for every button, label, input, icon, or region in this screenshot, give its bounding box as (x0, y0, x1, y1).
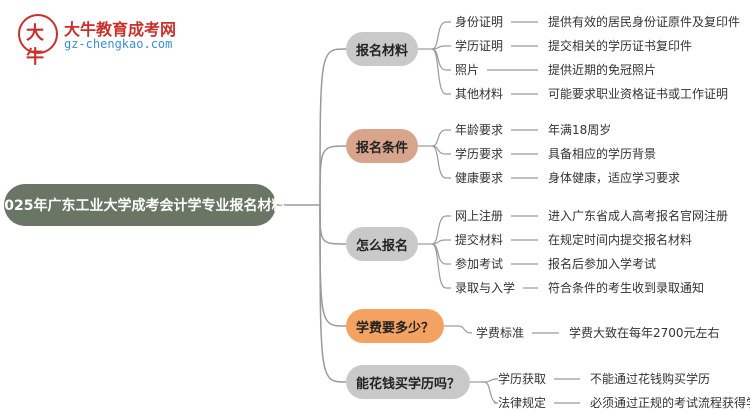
branch-1-item-key: 学历证明 (455, 39, 504, 53)
branch-1-item-value: 提供有效的居民身份证原件及复印件 (548, 15, 741, 29)
branch-1-item-value: 提交相关的学历证书复印件 (548, 39, 693, 53)
branch-5-item-key: 法律规定 (498, 396, 547, 410)
branch-4-item-value: 学费大致在每年2700元左右 (569, 326, 720, 340)
brand-logo[interactable]: 大牛 大牛教育成考网 gz-chengkao.com (18, 14, 198, 68)
branch-3-item-value: 在规定时间内提交报名材料 (548, 233, 693, 247)
logo-mark-glyph: 大牛 (26, 23, 44, 68)
branch-1-item-value: 提供近期的免冠照片 (548, 63, 657, 77)
branch-node-2: 报名条件 (346, 129, 419, 163)
branch-1-item-value: 可能要求职业资格证书或工作证明 (548, 87, 729, 101)
branch-node-4: 学费要多少？ (346, 309, 445, 343)
branch-4-item-key: 学费标准 (476, 326, 525, 340)
branch-3-item-value: 符合条件的考生收到录取通知 (548, 281, 705, 295)
branch-2-item-value: 年满18周岁 (548, 123, 612, 137)
branch-5-item-value: 必须通过正规的考试流程获得学历 (590, 396, 750, 410)
branch-5-item-value: 不能通过花钱购买学历 (590, 372, 711, 386)
logo-mark-icon: 大牛 (18, 14, 58, 68)
branch-2-item-key: 学历要求 (455, 147, 504, 161)
branch-node-5: 能花钱买学历吗？ (346, 365, 471, 399)
branch-2-item-value: 身体健康，适应学习要求 (548, 171, 681, 185)
branch-2-item-value: 具备相应的学历背景 (548, 147, 657, 161)
branch-3-item-key: 录取与入学 (455, 281, 516, 295)
branch-3-item-value: 进入广东省成人高考报名官网注册 (548, 209, 729, 223)
branch-5-item-key: 学历获取 (498, 372, 547, 386)
branch-1-item-key: 照片 (455, 63, 480, 77)
root-topic: 2025年广东工业大学成考会计学专业报名材料 (0, 184, 285, 226)
branch-2-item-key: 健康要求 (455, 171, 504, 185)
logo-title: 大牛教育成考网 (64, 20, 177, 39)
logo-url: gz-chengkao.com (64, 37, 173, 51)
branch-1-item-key: 其他材料 (455, 87, 504, 101)
branch-node-3: 怎么报名 (346, 227, 419, 261)
branch-3-item-value: 报名后参加入学考试 (548, 257, 657, 271)
branch-1-item-key: 身份证明 (455, 15, 504, 29)
branch-3-item-key: 提交材料 (455, 233, 504, 247)
branch-3-item-key: 网上注册 (455, 209, 504, 223)
branch-2-item-key: 年龄要求 (455, 123, 504, 137)
branch-node-1: 报名材料 (346, 32, 419, 66)
branch-3-item-key: 参加考试 (455, 257, 504, 271)
